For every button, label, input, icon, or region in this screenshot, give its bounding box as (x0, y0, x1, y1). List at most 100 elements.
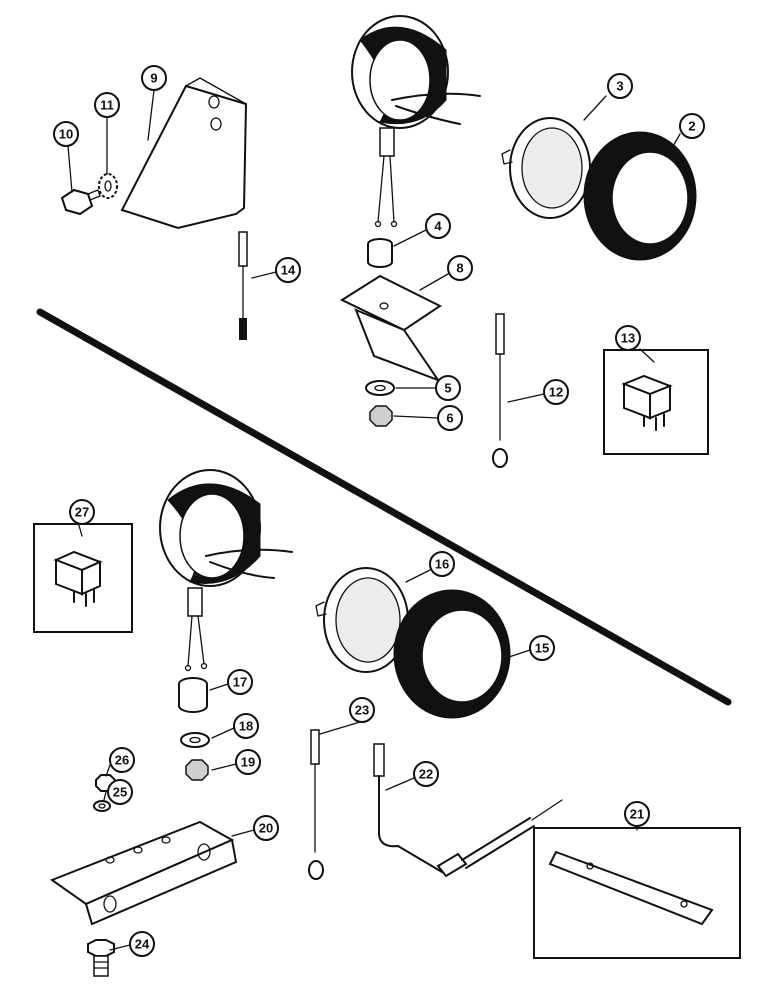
section-divider-line (36, 308, 732, 706)
callout-number: 24 (135, 937, 150, 952)
part-18-washer (180, 732, 210, 748)
callout-number: 15 (535, 641, 549, 656)
callout-20: 20 (253, 815, 279, 841)
callout-number: 13 (621, 331, 635, 346)
callout-number: 16 (435, 557, 449, 572)
callout-5: 5 (435, 375, 461, 401)
callout-11: 11 (94, 92, 120, 118)
part-5-washer (365, 380, 395, 396)
callout-17: 17 (227, 669, 253, 695)
callouts-layer: 2 3 4 5 6 8 9 10 11 12 13 14 15 16 17 18… (53, 65, 705, 957)
part-25-washer (93, 800, 111, 812)
callout-12: 12 (543, 379, 569, 405)
callout-bubble (94, 92, 120, 118)
callout-19: 19 (235, 749, 261, 775)
part-20-angle-bracket (49, 820, 238, 926)
lower-lamp-housing (159, 469, 293, 672)
callout-2: 2 (679, 113, 705, 139)
callout-8: 8 (447, 255, 473, 281)
part-22-sensor-with-lead (373, 743, 563, 878)
callout-bubble (543, 379, 569, 405)
callout-bubble (141, 65, 167, 91)
part-19-nut (185, 759, 209, 781)
callout-number: 26 (115, 753, 129, 768)
part-16-sealed-beam (315, 567, 409, 673)
callout-9: 9 (141, 65, 167, 91)
part-8-mounting-bracket (339, 274, 442, 383)
callout-number: 12 (549, 385, 563, 400)
callout-16: 16 (429, 551, 455, 577)
callout-bubble (109, 747, 135, 773)
callout-26: 26 (109, 747, 135, 773)
callout-number: 18 (239, 719, 253, 734)
callout-number: 5 (444, 381, 451, 396)
callout-number: 3 (616, 79, 623, 94)
callout-bubble (624, 801, 650, 827)
callout-number: 17 (233, 675, 247, 690)
callout-bubble (435, 375, 461, 401)
part-24-bolt (87, 939, 115, 977)
callout-bubble (129, 931, 155, 957)
part-15-rubber-ring (393, 589, 511, 719)
callout-bubble (233, 713, 259, 739)
callout-number: 8 (456, 261, 463, 276)
callout-27: 27 (69, 499, 95, 525)
part-10-bolt (60, 188, 101, 216)
callout-bubble (53, 121, 79, 147)
callout-number: 4 (434, 219, 442, 234)
part-23-ring-terminal-lead (308, 729, 324, 880)
callout-21: 21 (624, 801, 650, 827)
part-17-spacer (178, 677, 208, 713)
part-9-l-bracket (120, 77, 248, 230)
callout-bubble (425, 213, 451, 239)
part-2-rubber-ring (583, 131, 697, 261)
upper-lamp-housing (351, 15, 481, 228)
callout-number: 9 (150, 71, 157, 86)
callout-number: 19 (241, 755, 255, 770)
part-21-strap-box (533, 827, 741, 959)
callout-24: 24 (129, 931, 155, 957)
callout-3: 3 (607, 73, 633, 99)
callout-bubble (413, 761, 439, 787)
callout-14: 14 (275, 257, 301, 283)
callout-number: 27 (75, 505, 89, 520)
callout-number: 20 (259, 821, 273, 836)
callout-bubble (437, 405, 463, 431)
callout-23: 23 (349, 697, 375, 723)
callout-bubble (615, 325, 641, 351)
callout-bubble (275, 257, 301, 283)
callout-18: 18 (233, 713, 259, 739)
callout-6: 6 (437, 405, 463, 431)
part-12-ring-terminal-lead (492, 313, 508, 468)
callout-number: 22 (419, 767, 433, 782)
callout-10: 10 (53, 121, 79, 147)
callout-bubble (253, 815, 279, 841)
callout-bubble (349, 697, 375, 723)
part-27-relay-box (33, 523, 133, 633)
callout-number: 23 (355, 703, 369, 718)
part-6-nut (369, 405, 393, 427)
callout-bubble (429, 551, 455, 577)
callout-leaders (67, 89, 681, 951)
part-3-sealed-beam (501, 117, 591, 219)
callout-number: 25 (113, 785, 127, 800)
part-13-relay-box (603, 349, 709, 455)
part-14-terminal-lead (238, 231, 248, 340)
callout-22: 22 (413, 761, 439, 787)
callout-bubble (235, 749, 261, 775)
callout-4: 4 (425, 213, 451, 239)
callout-number: 10 (59, 127, 73, 142)
callout-bubble (607, 73, 633, 99)
callout-bubble (447, 255, 473, 281)
callout-number: 21 (630, 807, 644, 822)
callout-bubble (227, 669, 253, 695)
callout-bubble (107, 779, 133, 805)
callout-number: 6 (446, 411, 453, 426)
callout-bubble (529, 635, 555, 661)
callout-bubble (69, 499, 95, 525)
part-4-spacer (367, 238, 393, 268)
callout-number: 2 (688, 119, 695, 134)
callout-15: 15 (529, 635, 555, 661)
